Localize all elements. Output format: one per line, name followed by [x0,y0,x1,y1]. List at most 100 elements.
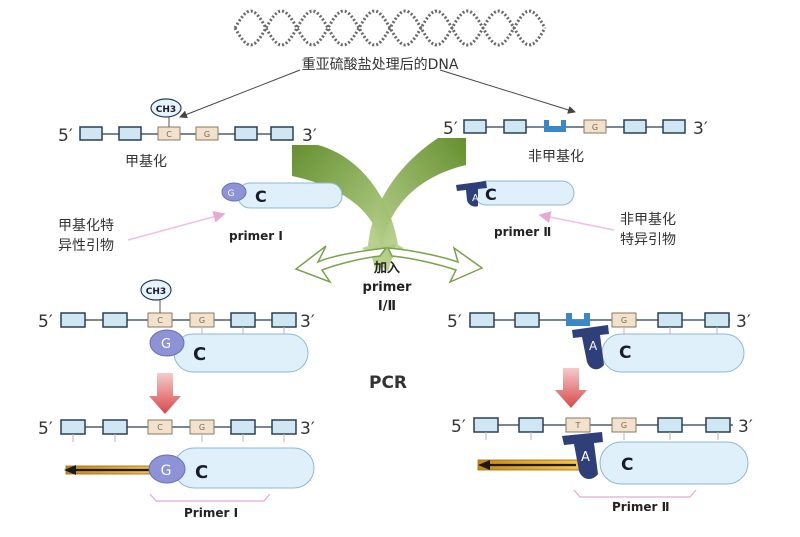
unmethylated-strand-annealed: 5′ G 3′ A C [447,312,751,373]
primer-1-label: primer Ⅰ [229,229,283,243]
unmethyl-specific-primer-line2: 特异引物 [620,232,676,248]
ch3-label: CH3 [146,287,166,297]
dna-segment [623,119,647,134]
dna-segment [514,312,540,328]
pointer-to-primer-1 [127,210,226,241]
dna-segment [469,312,495,328]
methyl-group-icon [140,279,172,301]
converted-site-icon [566,313,590,326]
unmethylated-strand-extended: 5′ T G 3′ A C [451,417,753,498]
methyl-specific-primer-line1: 甲基化特 [58,217,114,234]
dna-segment [102,312,128,328]
dna-segment [270,126,294,141]
dna-segment [79,126,103,141]
primer-g-site [148,454,186,484]
dna-segment [657,417,683,433]
pcr-label: PCR [369,373,407,393]
primer-a-label: A [472,193,479,204]
primer-c-label: C [193,344,206,365]
base-g-label: G [592,123,598,132]
base-g-label: G [621,421,627,430]
primer-1-caption: Primer Ⅰ [184,506,238,520]
primer-c-label: C [621,455,633,475]
primer-g-site [221,182,247,202]
base-g-label: G [199,316,205,325]
add-primer-label: primer [363,280,413,295]
primer-a-label: A [581,450,590,465]
primer-a-label: A [589,339,598,353]
primer-c-label: C [619,343,631,363]
dna-segment [60,419,86,435]
five-prime-label: 5′ [38,312,53,332]
dna-segment [60,312,86,328]
dna-segment [230,312,256,328]
outline-arrow-left [294,245,388,284]
five-prime-label: 5′ [447,312,462,332]
three-prime-label: 3′ [738,417,753,437]
base-t-label: T [575,421,581,430]
dna-segment [118,126,142,141]
base-c-label: C [157,316,163,325]
dna-segment [662,119,686,134]
primer-c-label: C [195,462,208,483]
primer-2-free: A C [456,180,575,207]
dna-segment [271,419,297,435]
title: 重亚硫酸盐处理后的DNA [302,57,459,73]
three-prime-label: 3′ [300,312,315,332]
cpg-site-c [147,419,173,435]
base-g-label: G [199,423,205,432]
dna-segment [503,119,527,134]
extension-arrowhead [64,465,76,475]
five-prime-label: 5′ [451,417,466,437]
primer-g-label: G [161,463,172,479]
arrow-to-unmethylated [439,69,576,114]
cpg-site-g [195,126,219,141]
base-g-label: G [621,316,627,325]
converted-site-icon [544,120,566,132]
methylated-label: 甲基化 [125,153,167,170]
green-arrow-left-to-right [292,145,404,272]
three-prime-label: 3′ [300,419,315,439]
pcr-down-arrow-right [555,368,587,408]
primer-2-label: primer Ⅱ [494,225,551,239]
dna-segment [463,119,487,134]
three-prime-label: 3′ [736,312,751,332]
dna-segment [473,417,499,433]
add-label: 加入 [373,261,400,276]
five-prime-label: 5′ [38,419,53,439]
cpg-site-g [583,119,607,134]
unmethyl-specific-primer-line1: 非甲基化 [620,211,676,228]
dna-segment [657,312,683,328]
primer-2-bracket [573,489,697,498]
dna-segment [271,312,297,328]
primer-g-label: G [228,189,235,199]
unmethylated-label: 非甲基化 [528,148,584,165]
outline-arrow-right [386,246,484,284]
ch3-label: CH3 [156,105,176,115]
add-primer-ids: Ⅰ/Ⅱ [378,299,396,314]
three-prime-label: 3′ [693,119,708,139]
green-arrow-right-to-left [362,138,466,272]
base-c-label: C [166,130,172,139]
primer-c-label: C [485,185,497,204]
pcr-down-arrow-left [149,373,181,414]
crossing-arrows [292,138,484,284]
dna-helix-icon [233,9,547,47]
primer-a-site-icon [562,432,603,480]
primer-2-extended [599,441,749,485]
methyl-group-icon [150,98,182,118]
five-prime-label: 5′ [58,126,73,146]
methylated-strand-top: 5′ C G 3′ CH3 甲基化 [58,98,317,170]
primer-2-caption: Primer Ⅱ [612,500,669,514]
pointer-to-primer-2 [538,211,615,231]
dna-segment [704,312,730,328]
primer-1-free: G C [221,182,343,209]
dna-segment [230,419,256,435]
methylated-strand-extended: 5′ C G 3′ G C [38,419,315,502]
methyl-specific-primer-line2: 异性引物 [58,238,114,254]
primer-a-site-icon [572,325,609,370]
dna-segment [234,126,258,141]
primer-g-site [149,329,185,357]
dna-segment [705,417,731,433]
